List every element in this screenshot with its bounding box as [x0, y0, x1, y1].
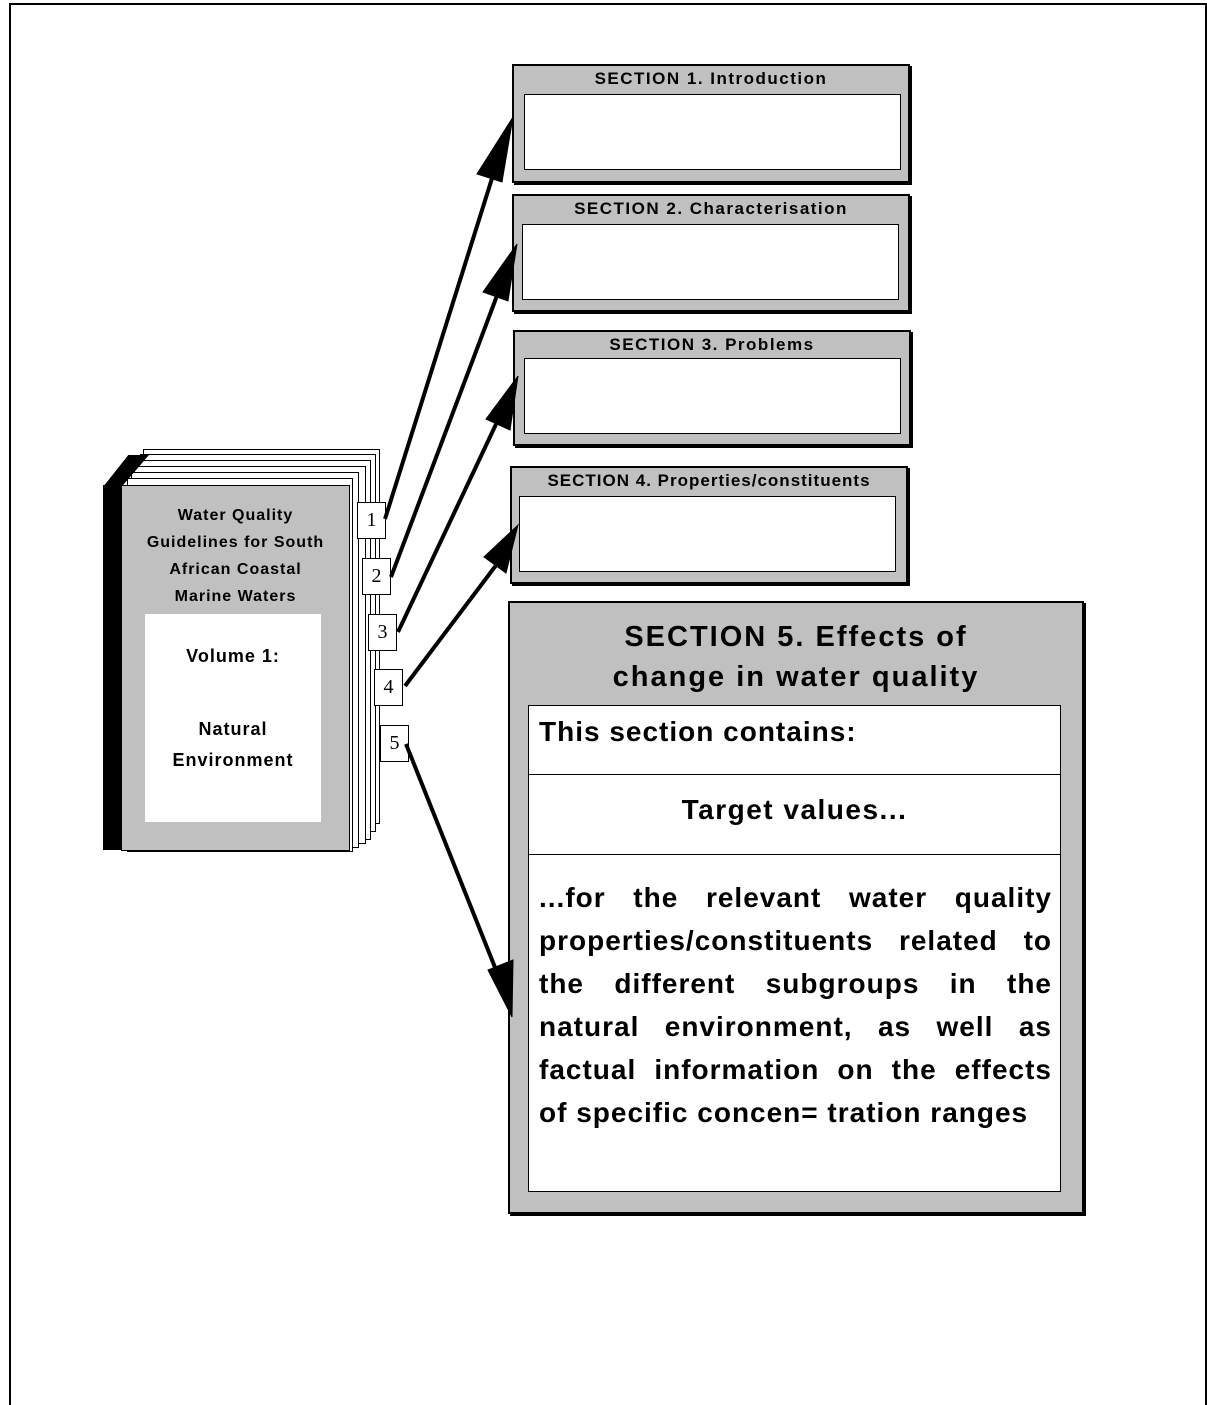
section-2-title: SECTION 2. Characterisation: [574, 199, 848, 218]
section-4-box: SECTION 4. Properties/constituents: [510, 466, 908, 584]
section-1-box: SECTION 1. Introduction: [512, 64, 910, 183]
tab-1: 1: [357, 502, 386, 539]
section-2-content: [522, 224, 899, 300]
arrow-1-head: [476, 116, 514, 183]
section-2-box: SECTION 2. Characterisation: [512, 194, 910, 312]
arrow-5-head: [487, 959, 514, 1018]
arrow-4-line: [403, 562, 499, 688]
book-subtitle-line: Natural: [198, 719, 268, 739]
section-5-divider: [529, 774, 1060, 775]
arrow-3-line: [396, 419, 500, 633]
arrow-2-head: [482, 243, 518, 302]
tab-5: 5: [380, 725, 409, 762]
arrow-3-head: [485, 375, 519, 431]
arrow-1-line: [383, 171, 496, 520]
arrow-5-line: [404, 743, 502, 981]
section-4-content: [519, 496, 896, 572]
book-cover: Water Quality Guidelines for South Afric…: [121, 485, 350, 851]
book-title: Water Quality Guidelines for South Afric…: [128, 502, 343, 610]
section-5-target: Target values...: [681, 794, 908, 825]
tab-2: 2: [362, 558, 391, 595]
book-title-line: Water Quality: [177, 507, 294, 524]
tab-3: 3: [368, 614, 397, 651]
book-subtitle-line: Environment: [172, 750, 294, 770]
book-title-line: Guidelines for South: [146, 534, 325, 551]
page-frame: [9, 3, 1207, 1405]
book-subtitle: Natural Environment: [145, 714, 321, 776]
section-5-title-line: change in water quality: [612, 661, 980, 693]
section-5-description: ...for the relevant water quality proper…: [539, 882, 1052, 1128]
section-4-title: SECTION 4. Properties/constituents: [547, 471, 871, 490]
book-title-line: African Coastal: [169, 561, 302, 578]
section-5-title: SECTION 5. Effects of change in water qu…: [510, 617, 1082, 697]
section-5-divider: [529, 854, 1060, 855]
section-1-title: SECTION 1. Introduction: [594, 69, 828, 88]
section-3-content: [524, 358, 901, 434]
book-volume: Volume 1:: [186, 646, 280, 666]
section-5-contains: This section contains:: [539, 716, 857, 747]
section-1-content: [524, 94, 901, 170]
arrow-2-line: [389, 292, 500, 578]
section-5-content: This section contains: Target values... …: [528, 705, 1061, 1192]
book-spine: [103, 485, 123, 850]
arrow-4-head: [483, 523, 519, 574]
book-title-line: Marine Waters: [174, 588, 297, 605]
section-3-title: SECTION 3. Problems: [609, 335, 815, 354]
tab-4: 4: [374, 669, 403, 706]
section-5-box: SECTION 5. Effects of change in water qu…: [508, 601, 1084, 1214]
section-5-title-line: SECTION 5. Effects of: [624, 621, 968, 653]
section-3-box: SECTION 3. Problems: [513, 330, 911, 446]
book-label: Volume 1: Natural Environment: [145, 614, 321, 822]
